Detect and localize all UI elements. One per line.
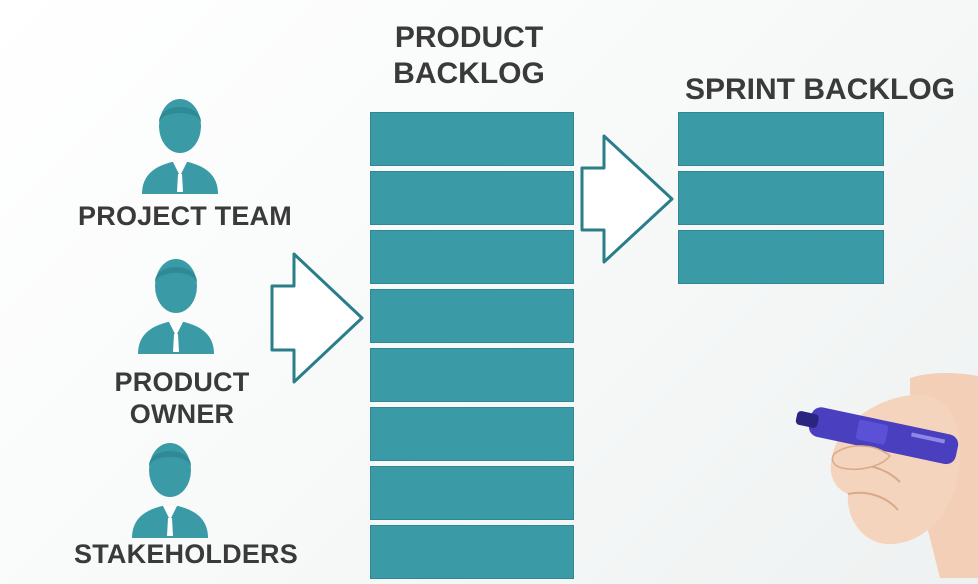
sprint-backlog-column [678,112,884,289]
sprint-backlog-item [678,112,884,166]
backlog-to-sprint-arrow [580,134,674,264]
product-backlog-item [370,112,574,166]
sprint-backlog-title: SPRINT BACKLOG [685,73,955,106]
hand-holding-marker-illustration [795,372,978,578]
product-backlog-item [370,230,574,284]
product-backlog-item [370,289,574,343]
project-team-label: PROJECT TEAM [78,201,292,231]
product-backlog-item [370,525,574,579]
product-backlog-item [370,466,574,520]
product-backlog-title-line1: PRODUCT [394,21,544,54]
product-backlog-item [370,407,574,461]
stakeholders-person-icon [132,443,208,538]
product-owner-label: PRODUCT OWNER [114,367,250,429]
sprint-backlog-item [678,230,884,284]
project-team-person-icon [142,99,218,194]
product-backlog-title-line2: BACKLOG [393,57,545,90]
product-owner-person-icon [138,259,214,354]
roles-to-backlog-arrow [270,252,364,384]
product-backlog-title: PRODUCT BACKLOG [366,20,572,92]
stakeholders-label: STAKEHOLDERS [74,539,298,569]
product-backlog-item [370,171,574,225]
product-backlog-column [370,112,574,584]
product-backlog-item [370,348,574,402]
sprint-backlog-item [678,171,884,225]
